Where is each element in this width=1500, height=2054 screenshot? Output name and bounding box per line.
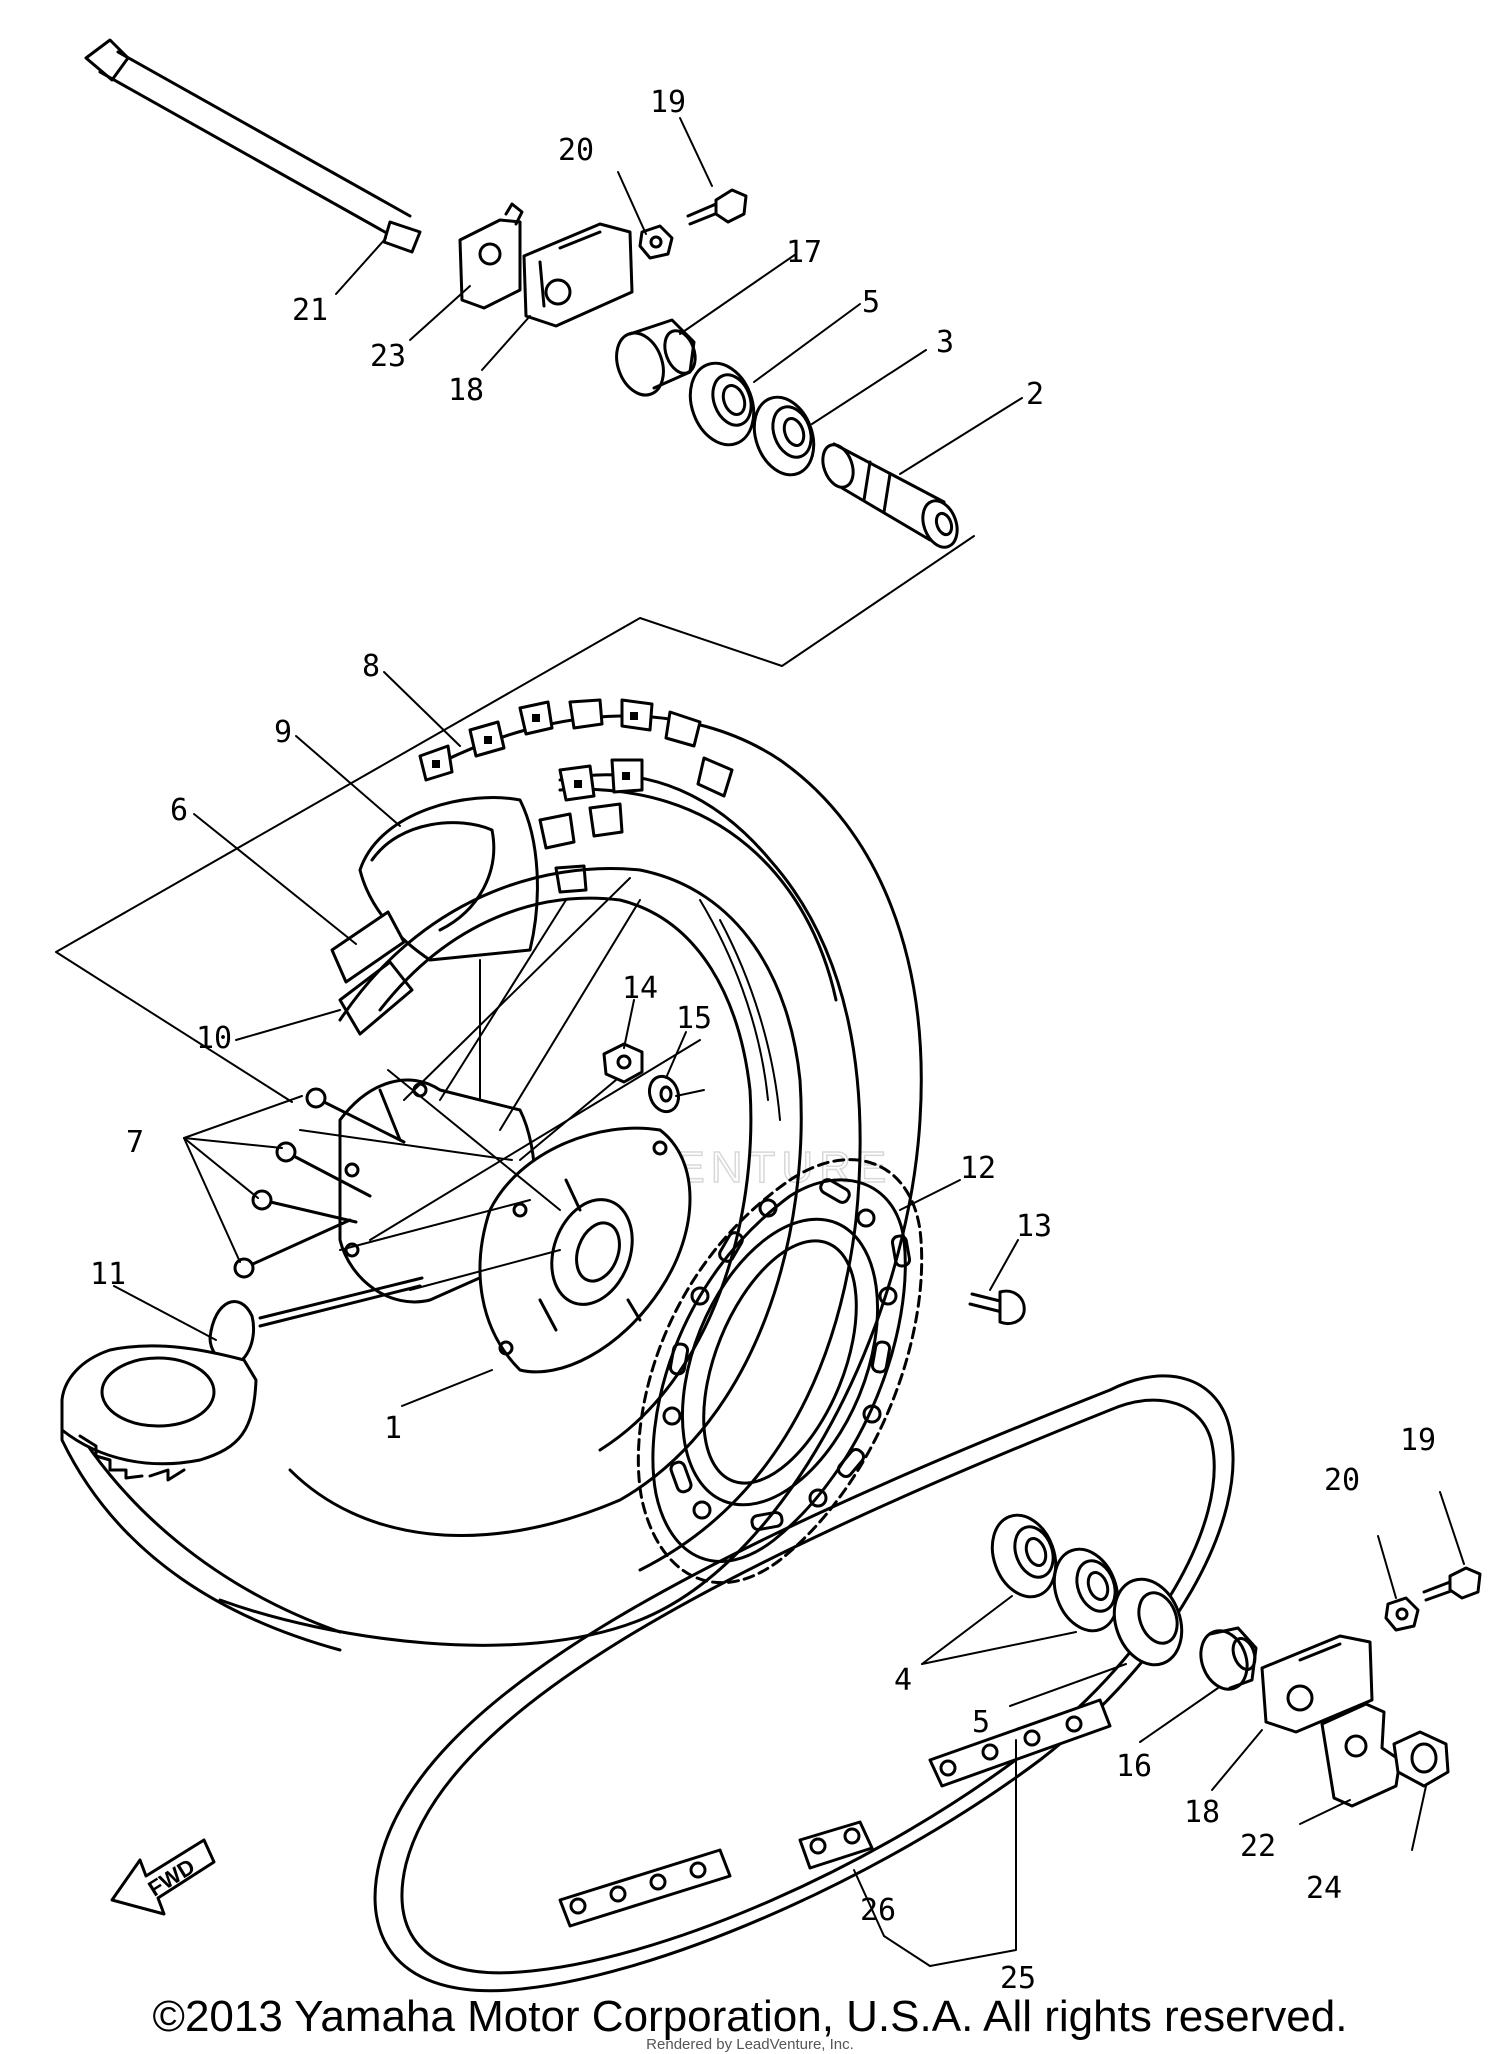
rim-band-part-6 [330,910,406,984]
leader-lines [113,117,1465,1967]
nut-part-20-bottom [1384,1596,1420,1632]
callout-3: 3 [936,325,954,360]
washer-part-15 [647,1074,705,1114]
oil-seal-part-5-bottom [1112,1577,1184,1667]
bearing-part-4-a [990,1513,1058,1599]
tire-part-8 [60,698,923,1652]
chain-adjuster-part-18-bottom [1260,1634,1374,1734]
spoke-nipples-part-7 [183,1087,406,1279]
adjuster-plate-part-22 [1320,1702,1402,1808]
callout-24: 24 [1306,1871,1342,1906]
chain-loop [373,1374,1235,1993]
tire-cross-section [60,1344,258,1482]
nut-part-14 [602,1042,644,1084]
callout-10: 10 [196,1021,232,1056]
nut-part-20-top [638,224,674,260]
callout-22: 22 [1240,1829,1276,1864]
callout-14: 14 [622,971,658,1006]
chain-adjuster-part-18-top [522,222,634,328]
callout-26: 26 [860,1893,896,1928]
callout-12: 12 [960,1151,996,1186]
bolt-part-13 [968,1289,1026,1326]
callout-25: 25 [1000,1961,1036,1996]
rendered-by-text: Rendered by LeadVenture, Inc. [646,2036,854,2053]
callout-18-top: 18 [448,373,484,408]
bearing-part-3 [752,395,816,477]
bolt-part-19-bottom [1422,1566,1482,1602]
adjuster-plate-part-23 [458,202,524,310]
callout-6: 6 [170,793,188,828]
callout-23: 23 [370,339,406,374]
callout-2: 2 [1026,377,1044,412]
spokes [299,877,701,1291]
callout-19-top: 19 [650,85,686,120]
bearing-part-5-top [688,361,756,447]
sprocket-part-12 [636,1158,924,1585]
callout-11: 11 [90,1257,126,1292]
callout-17: 17 [786,235,822,270]
callout-8: 8 [362,649,380,684]
callout-20-bottom: 20 [1324,1463,1360,1498]
rim [288,867,803,1538]
callout-7: 7 [126,1125,144,1160]
chain-joint-part-26 [798,1820,874,1870]
callout-18-bottom: 18 [1184,1795,1220,1830]
callout-1: 1 [384,1411,402,1446]
assembly-bracket-line [55,535,975,1103]
callout-15: 15 [676,1001,712,1036]
copyright-text: ©2013 Yamaha Motor Corporation, U.S.A. A… [152,1992,1348,2041]
callout-5-top: 5 [862,285,880,320]
bearing-part-4-b [1052,1547,1120,1633]
fwd-arrow: FWD [110,1838,216,1916]
callout-20-top: 20 [558,133,594,168]
callout-16: 16 [1116,1749,1152,1784]
callout-9: 9 [274,715,292,750]
axle-part-21 [84,38,422,254]
spacer-part-2 [821,442,959,549]
hub-part-1 [338,1078,692,1374]
bolt-part-19-top [686,188,748,226]
collar-part-17 [615,318,697,397]
callout-labels: 1 2 3 4 5 5 6 7 8 9 10 11 12 13 14 15 16… [90,85,1436,1996]
collar-part-16 [1199,1626,1258,1691]
callout-4: 4 [894,1663,912,1698]
valve-part-11 [208,1276,424,1368]
callout-19-bottom: 19 [1400,1423,1436,1458]
nut-part-24 [1392,1730,1450,1788]
chain-part-25 [558,1698,1112,1928]
callout-5-bottom: 5 [972,1705,990,1740]
callout-21: 21 [292,293,328,328]
callout-13: 13 [1016,1209,1052,1244]
